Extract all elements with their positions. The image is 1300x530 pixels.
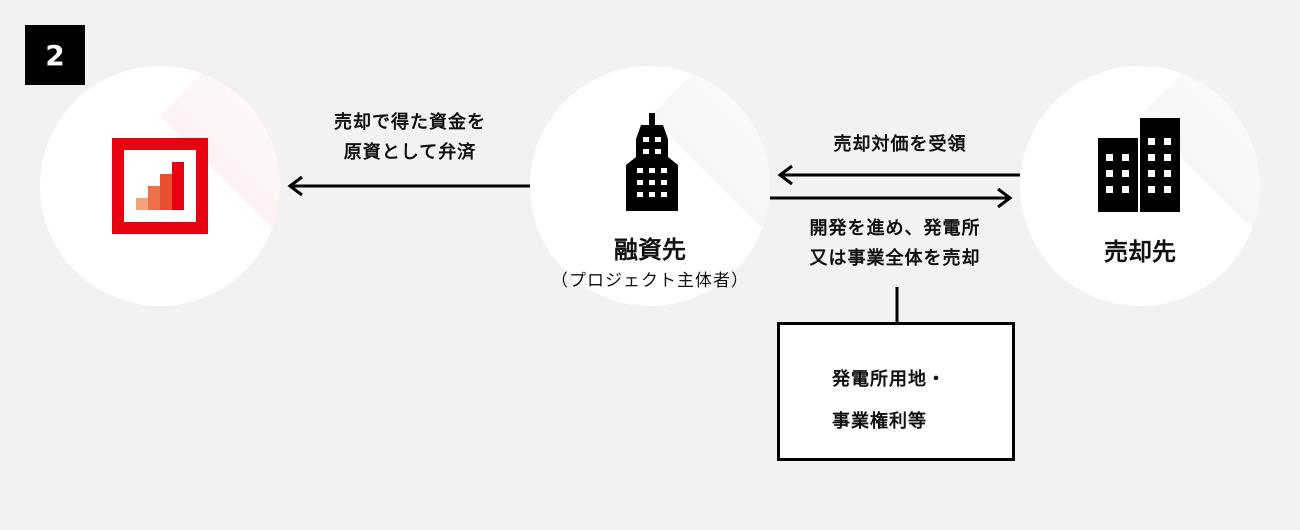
buyer-circle: 売却先 <box>1020 66 1260 306</box>
sale-label-line2: 又は事業全体を売却 <box>809 248 981 269</box>
payment-arrowhead <box>777 164 793 186</box>
asset-box: 発電所用地・ 事業権利等 <box>777 322 1015 461</box>
bar-chart-logo-icon <box>112 138 208 234</box>
buyer-name: 売却先 <box>1104 238 1176 266</box>
building-icon <box>626 113 678 211</box>
asset-box-text: 発電所用地・ 事業権利等 <box>832 359 946 443</box>
lender-circle <box>40 66 280 306</box>
payment-label: 売却対価を受領 <box>833 134 967 155</box>
sale-label-line1: 開発を進め、発電所 <box>809 218 981 239</box>
repay-label-line2: 原資として弁済 <box>343 142 477 163</box>
step-badge: 2 <box>25 25 85 85</box>
asset-line1: 発電所用地・ <box>832 369 946 390</box>
asset-line2: 事業権利等 <box>832 411 927 432</box>
buildings-icon <box>1098 118 1180 212</box>
borrower-subtitle: （プロジェクト主体者） <box>551 271 749 291</box>
sale-arrowhead <box>997 187 1013 209</box>
repay-label: 売却で得た資金を 原資として弁済 <box>290 108 530 168</box>
repay-arrowhead <box>287 175 303 197</box>
borrower-name: 融資先 <box>614 236 686 264</box>
repay-label-line1: 売却で得た資金を <box>334 112 486 133</box>
sale-label: 開発を進め、発電所 又は事業全体を売却 <box>770 214 1020 274</box>
borrower-circle: 融資先 <box>530 66 770 306</box>
